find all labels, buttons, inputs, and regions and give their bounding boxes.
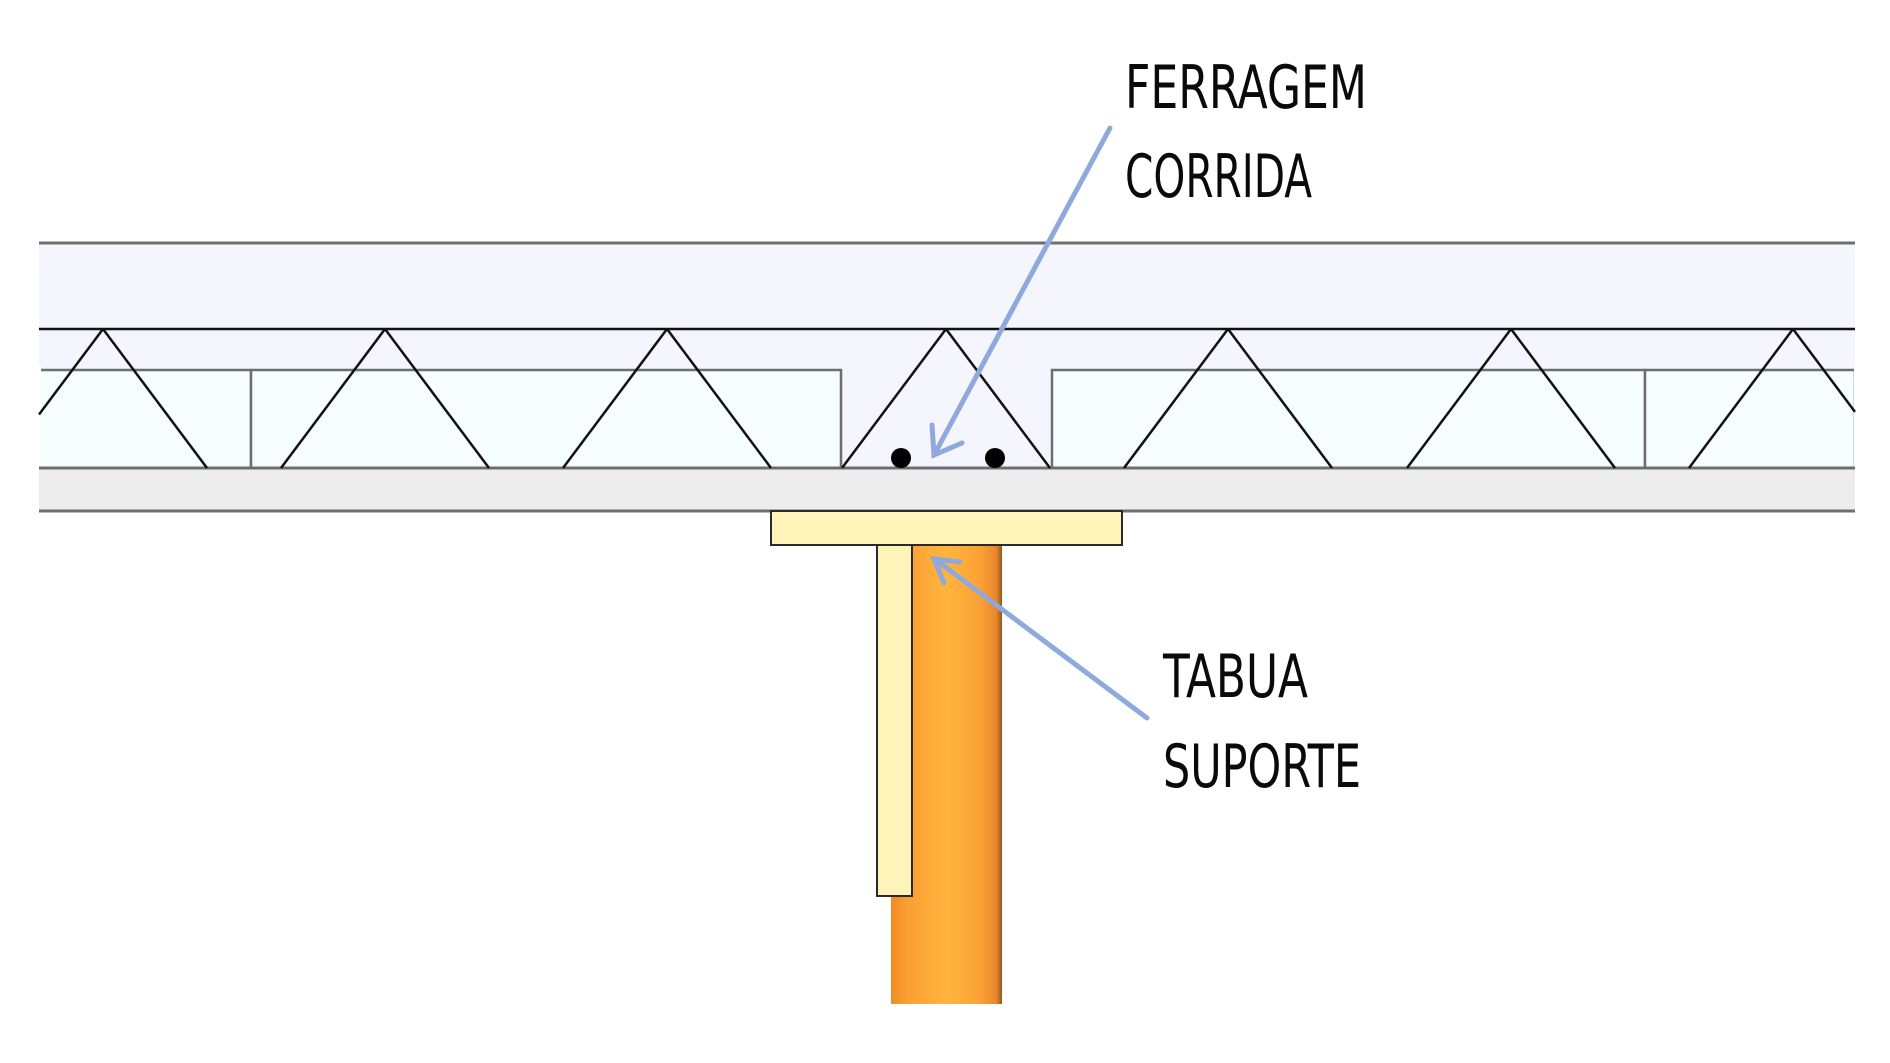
board-label-line2: SUPORTE bbox=[1163, 732, 1361, 802]
rebar-label-line1: FERRAGEM bbox=[1125, 53, 1367, 123]
truss-diagonal bbox=[1226, 328, 1334, 469]
truss-diagonal bbox=[37, 328, 105, 416]
truss-diagonal bbox=[1122, 328, 1230, 469]
rebar-dot-left bbox=[891, 448, 911, 468]
right-crop bbox=[1854, 365, 1864, 471]
left-crop bbox=[33, 365, 41, 471]
truss-diagonal bbox=[101, 328, 209, 469]
truss-diagonal bbox=[383, 328, 491, 469]
truss-diagonal bbox=[1405, 328, 1513, 469]
truss-diagonal bbox=[279, 328, 387, 469]
precast-slab bbox=[39, 468, 1855, 511]
vertical-board bbox=[876, 544, 913, 897]
rebar-label-line2: CORRIDA bbox=[1125, 142, 1312, 212]
support-board bbox=[770, 510, 1123, 546]
truss-diagonal bbox=[840, 328, 948, 469]
truss-diagonal bbox=[561, 328, 669, 469]
board-arrow bbox=[930, 556, 1150, 721]
board-label-line1: TABUA bbox=[1162, 642, 1308, 712]
filler-block-left-2 bbox=[249, 368, 843, 470]
truss-diagonal bbox=[1687, 328, 1795, 469]
truss-diagonal bbox=[1509, 328, 1617, 469]
truss-diagonal bbox=[665, 328, 773, 469]
truss-diagonal bbox=[1791, 328, 1857, 413]
lattice-truss bbox=[37, 328, 1857, 469]
rebar-dot-right bbox=[985, 448, 1005, 468]
rebar-arrow bbox=[929, 125, 1113, 459]
filler-block-right-1 bbox=[1050, 368, 1647, 470]
truss-diagonal bbox=[944, 328, 1052, 469]
